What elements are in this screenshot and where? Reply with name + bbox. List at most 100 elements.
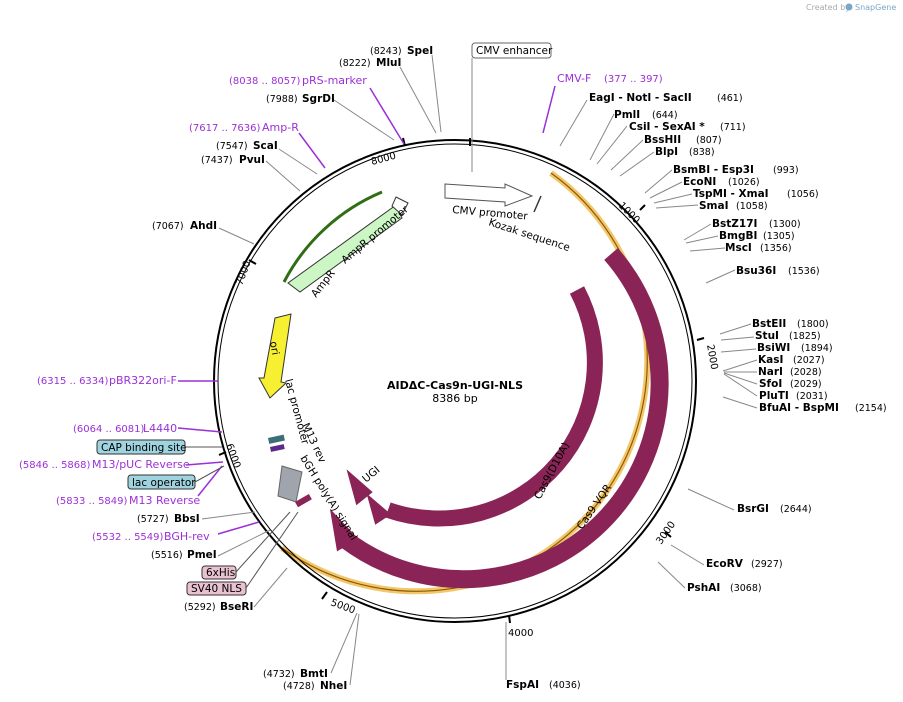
cas9-d10a-arrowhead — [366, 493, 391, 525]
enzyme-pmei: PmeI — [187, 549, 217, 561]
enzyme-pvui: PvuI — [239, 154, 265, 166]
cas9-d10a-arrow[interactable] — [385, 286, 603, 527]
enzyme-smai-pos: (1058) — [736, 201, 768, 212]
enzyme-csii-sexai: CsiI - SexAI * — [629, 121, 705, 133]
sv40-nls-label: SV40 NLS — [191, 583, 242, 595]
lac-operator-tag[interactable]: lac operator — [127, 465, 225, 490]
primer-prs-marker[interactable]: (8038 .. 8057) pRS-marker — [229, 74, 405, 145]
enzyme-blpi: BlpI — [655, 146, 678, 158]
sv40-nls-tag[interactable]: SV40 NLS — [186, 511, 299, 596]
enzyme-pmli: PmlI — [614, 109, 640, 121]
enzyme-pvui-pos: (7437) — [201, 155, 233, 166]
primer-l4440-name: L4440 — [143, 422, 177, 435]
enzyme-bbsi: BbsI — [174, 513, 200, 525]
enzyme-bseri-pos: (5292) — [184, 602, 216, 613]
enzyme-bseri: BseRI — [220, 601, 253, 613]
enzyme-msci: MscI — [725, 242, 752, 254]
cmv-promoter-arrow[interactable] — [444, 183, 534, 207]
primer-m13puc-reverse-range: (5846 .. 5868) — [19, 460, 91, 471]
enzyme-tspmi-xmai: TspMI - XmaI — [693, 188, 769, 200]
enzyme-bsshii: BssHII — [644, 134, 681, 146]
cas9-vqr-arrow[interactable] — [340, 248, 669, 589]
enzyme-pluti-pos: (2031) — [796, 391, 828, 402]
sv40-nls-block[interactable] — [294, 494, 312, 508]
enzyme-bsrgi: BsrGI — [737, 503, 769, 515]
enzyme-stui-pos: (1825) — [789, 331, 821, 342]
enzyme-ecorv-pos: (2927) — [751, 559, 783, 570]
enzyme-nari: NarI — [758, 366, 783, 378]
enzyme-blpi-pos: (838) — [689, 147, 715, 158]
bgh-polya-block[interactable] — [277, 465, 303, 503]
tick-label-7000: 7000 — [234, 259, 253, 287]
enzyme-sgrdi-pos: (7988) — [266, 94, 298, 105]
enzyme-smai: SmaI — [699, 200, 729, 212]
enzyme-scai-pos: (7547) — [216, 141, 248, 152]
enzyme-mlui-pos: (8222) — [339, 58, 371, 69]
tick-label-3000: 3000 — [654, 520, 678, 547]
tick-label-4000: 4000 — [508, 628, 533, 639]
enzyme-bmti: BmtI — [300, 668, 328, 680]
enzyme-bstz17i: BstZ17I — [712, 218, 757, 230]
tick-label-2000: 2000 — [704, 344, 719, 371]
ori-arrow[interactable] — [258, 313, 292, 399]
primer-prs-marker-range: (8038 .. 8057) — [229, 76, 301, 87]
credit-prefix: Created by — [806, 3, 850, 12]
cap-binding-site-label: CAP binding site — [101, 442, 187, 454]
primer-pbr322ori-f[interactable]: (6315 .. 6334) pBR322ori-F — [37, 374, 218, 387]
tick-label-5000: 5000 — [329, 597, 357, 616]
lac-operator-label: lac operator — [132, 477, 196, 489]
primer-amp-r[interactable]: (7617 .. 7636) Amp-R — [189, 121, 326, 169]
primer-m13puc-reverse-name: M13/pUC Reverse — [92, 458, 190, 471]
enzyme-bmgbi: BmgBI — [719, 230, 757, 242]
cmv-enhancer-box[interactable] — [471, 42, 552, 59]
ugi-label: UGI — [360, 464, 382, 485]
primer-pbr322ori-f-name: pBR322ori-F — [109, 374, 177, 387]
kozak-label: Kozak sequence — [487, 216, 571, 254]
enzyme-bsteii: BstEII — [752, 318, 786, 330]
his-tag-label: 6xHis — [206, 567, 235, 579]
enzyme-bsmbi-esp3i: BsmBI - Esp3I — [673, 164, 754, 176]
his-tag[interactable]: 6xHis — [201, 511, 291, 580]
kozak-mark — [533, 195, 542, 213]
primer-bgh-rev[interactable]: (5532 .. 5549) BGH-rev — [92, 521, 260, 543]
primer-prs-marker-name: pRS-marker — [302, 74, 367, 87]
cas9-d10a-label: Cas9(D10A) — [532, 440, 572, 501]
primer-m13-reverse[interactable]: (5833 .. 5849) M13 Reverse — [56, 465, 223, 507]
ugi-arrowhead[interactable] — [346, 469, 373, 506]
enzyme-bsiwi: BsiWI — [757, 342, 790, 354]
ori-label: ori — [267, 340, 281, 356]
enzyme-mlui: MluI — [376, 57, 401, 69]
enzyme-nari-pos: (2028) — [790, 367, 822, 378]
enzyme-bsiwi-pos: (1894) — [801, 343, 833, 354]
primer-cmv-f-range: (377 .. 397) — [604, 74, 663, 85]
enzyme-eagi-pos: (461) — [717, 93, 743, 104]
enzyme-pshai-pos: (3068) — [730, 583, 762, 594]
enzyme-bfuai-pos: (2154) — [855, 403, 887, 414]
enzyme-bbsi-pos: (5727) — [137, 514, 169, 525]
lac-promoter-block[interactable] — [268, 434, 285, 444]
enzyme-csii-pos: (711) — [720, 122, 746, 133]
enzyme-bsteii-pos: (1800) — [797, 319, 829, 330]
enzyme-stui: StuI — [755, 330, 779, 342]
enzyme-spei: SpeI — [407, 45, 433, 57]
primer-bgh-rev-name: BGH-rev — [164, 530, 210, 543]
cap-binding-site-tag[interactable]: CAP binding site — [96, 439, 222, 455]
m13-rev-block[interactable] — [269, 444, 285, 452]
enzyme-bstz17i-pos: (1300) — [769, 219, 801, 230]
enzyme-nhei-pos: (4728) — [283, 681, 315, 692]
primer-cmv-f[interactable]: CMV-F (377 .. 397) — [542, 72, 663, 134]
enzyme-spei-pos: (8243) — [370, 46, 402, 57]
enzyme-bmgbi-pos: (1305) — [763, 231, 795, 242]
enzyme-ahdi: AhdI — [190, 220, 217, 232]
enzyme-nhei: NheI — [320, 680, 347, 692]
primer-l4440[interactable]: (6064 .. 6081) L4440 — [73, 422, 223, 435]
primer-cmv-f-name: CMV-F — [557, 72, 591, 85]
primer-amp-r-name: Amp-R — [262, 121, 299, 134]
enzyme-labels-left — [201, 54, 442, 686]
enzyme-kasi: KasI — [758, 354, 783, 366]
enzyme-tspmi-pos: (1056) — [787, 189, 819, 200]
ampr-promoter-arrow[interactable] — [391, 196, 409, 216]
primer-m13puc-reverse[interactable]: (5846 .. 5868) M13/pUC Reverse — [19, 458, 224, 471]
enzyme-ecorv: EcoRV — [706, 558, 744, 570]
